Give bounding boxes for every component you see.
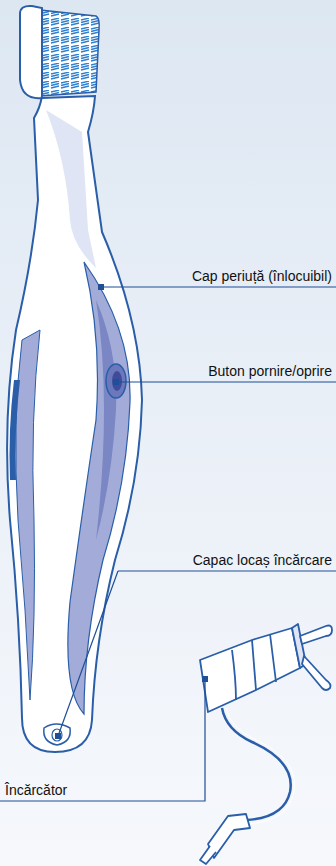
part-label: Încărcător (5, 782, 67, 798)
power-button (106, 364, 126, 398)
neck-shade (46, 110, 96, 268)
power-button-center (112, 371, 122, 391)
part-label: Cap periuță (înlocuibil) (192, 268, 332, 284)
charge-cap (44, 724, 70, 745)
side-groove (10, 380, 21, 480)
grip-inner (96, 300, 116, 540)
grip-left (16, 330, 40, 700)
part-label: Capac locaș încărcare (193, 552, 332, 568)
brush-body (7, 6, 142, 752)
part-label: Buton pornire/oprire (208, 363, 332, 379)
leader-lines (0, 287, 336, 801)
grip (68, 262, 130, 714)
charger (200, 624, 332, 864)
leader-dots (55, 284, 208, 739)
bristles (40, 10, 99, 96)
